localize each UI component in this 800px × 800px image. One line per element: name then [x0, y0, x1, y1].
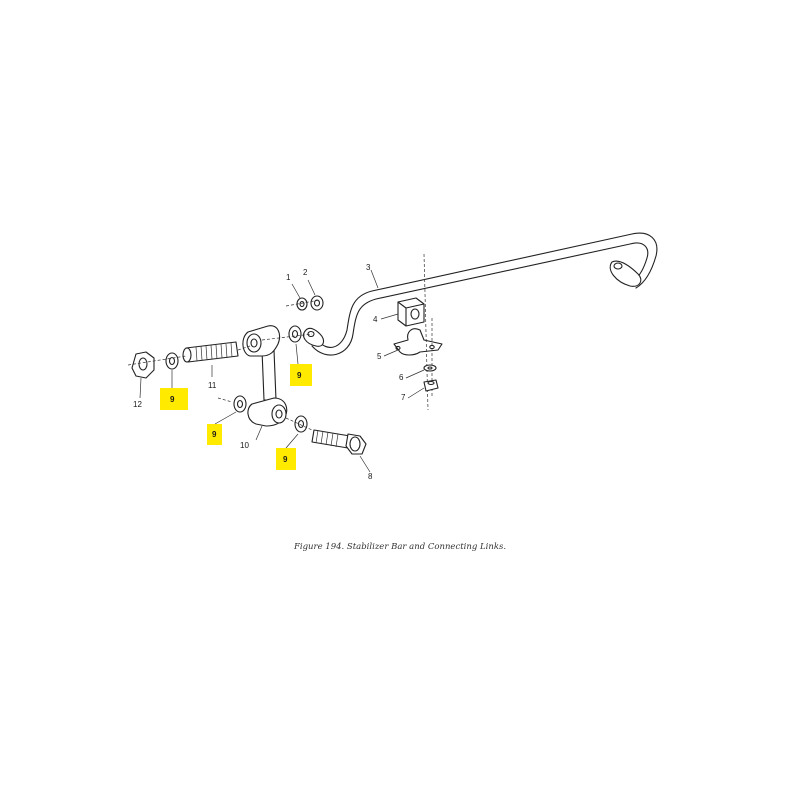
washer-9-upper — [288, 325, 302, 343]
highlights — [160, 364, 312, 470]
washer-9-left — [165, 352, 179, 370]
leader-lines — [139, 269, 425, 473]
callout-10: 10 — [240, 441, 249, 450]
callout-8: 8 — [368, 472, 373, 481]
callout-7: 7 — [401, 393, 406, 402]
callout-1: 1 — [286, 273, 291, 282]
callout-9: 9 — [212, 430, 217, 439]
nut-7 — [423, 379, 439, 392]
highlight-box — [160, 388, 188, 410]
bracket — [393, 328, 443, 356]
callout-4: 4 — [373, 315, 378, 324]
figure-caption: Figure 194. Stabilizer Bar and Connectin… — [293, 542, 507, 552]
washer-9-lower — [294, 415, 308, 433]
washer-9-mid — [233, 395, 247, 413]
highlight-box — [290, 364, 312, 386]
center-lines — [127, 299, 321, 431]
callout-12: 12 — [133, 400, 142, 409]
callout-9: 9 — [297, 371, 302, 380]
callout-5: 5 — [377, 352, 382, 361]
connecting-link — [242, 325, 288, 427]
highlight-box — [207, 424, 222, 445]
callout-9: 9 — [283, 455, 288, 464]
callout-labels: 1 2 3 4 5 6 7 8 10 11 12 9 9 9 9 — [133, 263, 406, 481]
stud — [182, 341, 239, 363]
callout-3: 3 — [366, 263, 371, 272]
stabilizer-bar — [303, 232, 658, 356]
callout-6: 6 — [399, 373, 404, 382]
callout-11: 11 — [208, 381, 217, 390]
highlight-box — [276, 448, 296, 470]
bolt — [311, 429, 367, 455]
nut-12 — [131, 351, 155, 379]
washer-6 — [423, 364, 437, 372]
bushing — [397, 297, 425, 327]
callout-2: 2 — [303, 268, 308, 277]
washer-2 — [310, 295, 324, 311]
callout-9: 9 — [170, 395, 175, 404]
